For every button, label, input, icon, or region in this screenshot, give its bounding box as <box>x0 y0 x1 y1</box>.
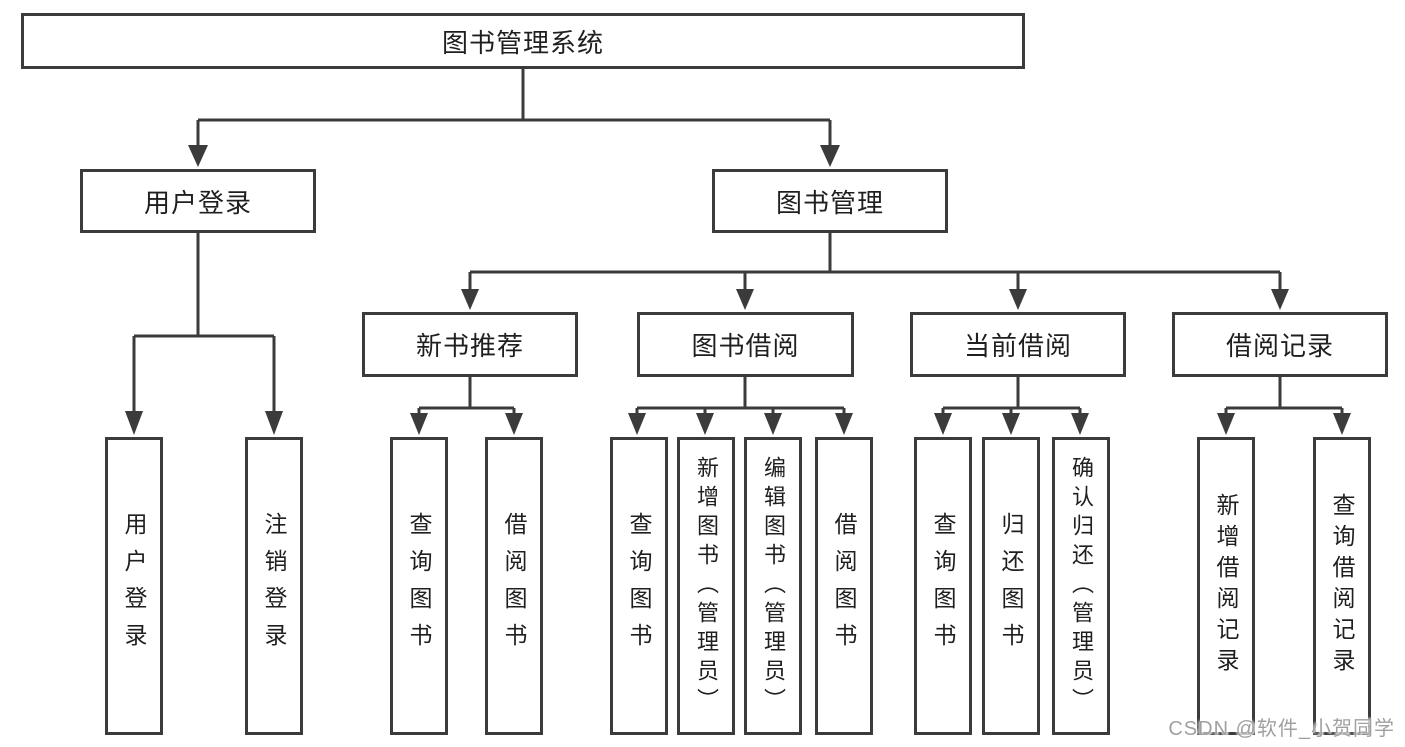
leaf-label: 新增借阅记录 <box>1213 493 1239 679</box>
leaf-edit-books-admin: 编辑图书（管理员） <box>744 437 802 735</box>
node-user-login: 用户登录 <box>80 169 316 233</box>
node-book-borrowing: 图书借阅 <box>637 312 854 377</box>
arrowheads <box>125 145 1351 435</box>
leaf-query-books-3: 查询图书 <box>914 437 972 735</box>
leaf-query-borrow-record: 查询借阅记录 <box>1313 437 1371 735</box>
leaf-logout: 注销登录 <box>245 437 303 735</box>
node-new-book-recommendation: 新书推荐 <box>362 312 578 377</box>
leaf-borrow-books-2: 借阅图书 <box>815 437 873 735</box>
leaf-label: 借阅图书 <box>831 512 857 660</box>
leaf-label: 注销登录 <box>261 512 287 660</box>
node-book-management: 图书管理 <box>712 169 948 233</box>
leaf-label: 查询图书 <box>406 512 432 660</box>
leaf-label: 确认归还（管理员） <box>1069 455 1094 717</box>
leaf-confirm-return-admin: 确认归还（管理员） <box>1052 437 1110 735</box>
leaf-label: 查询图书 <box>626 512 652 660</box>
leaf-query-books-2: 查询图书 <box>610 437 668 735</box>
leaf-add-books-admin: 新增图书（管理员） <box>677 437 735 735</box>
leaf-label: 新增图书（管理员） <box>694 455 719 717</box>
leaf-label: 编辑图书（管理员） <box>761 455 786 717</box>
leaf-label: 归还图书 <box>998 512 1024 660</box>
node-library-management-system: 图书管理系统 <box>21 13 1025 69</box>
node-borrowing-records: 借阅记录 <box>1172 312 1388 377</box>
leaf-return-books: 归还图书 <box>982 437 1040 735</box>
csdn-watermark: CSDN @软件_小贺同学 <box>1168 718 1395 740</box>
leaf-label: 用户登录 <box>121 512 147 660</box>
leaf-label: 借阅图书 <box>501 512 527 660</box>
leaf-borrow-books-1: 借阅图书 <box>485 437 543 735</box>
leaf-label: 查询借阅记录 <box>1329 493 1355 679</box>
leaf-user-login: 用户登录 <box>105 437 163 735</box>
leaf-query-books-1: 查询图书 <box>390 437 448 735</box>
leaf-label: 查询图书 <box>930 512 956 660</box>
leaf-add-borrow-record: 新增借阅记录 <box>1197 437 1255 735</box>
node-current-borrowing: 当前借阅 <box>910 312 1126 377</box>
